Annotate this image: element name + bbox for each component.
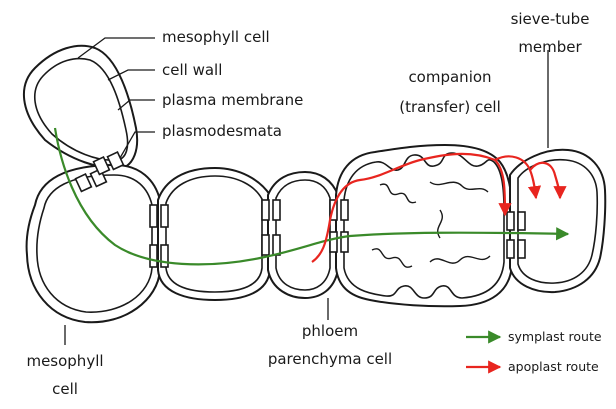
label-phloem-line2: parenchyma cell	[255, 350, 405, 369]
legend-symplast: symplast route	[508, 329, 602, 344]
label-mesophyll-cell-top: mesophyll cell	[162, 28, 270, 47]
legend-symplast-label: symplast route	[508, 329, 602, 344]
label-phloem-line1: phloem	[270, 322, 390, 341]
mesophyll-cell-bottom-wall	[27, 165, 160, 322]
label-plasma-membrane: plasma membrane	[162, 91, 303, 110]
label-mesophyll-bottom-line1: mesophyll	[15, 352, 115, 371]
label-cell-wall: cell wall	[162, 61, 222, 80]
label-mesophyll-bottom-line2: cell	[15, 380, 115, 399]
legend-apoplast: apoplast route	[508, 359, 599, 374]
label-companion-line1: companion	[390, 68, 510, 87]
label-plasmodesmata: plasmodesmata	[162, 122, 282, 141]
legend-apoplast-label: apoplast route	[508, 359, 599, 374]
companion-cell-wall	[336, 145, 512, 306]
label-companion-line2: (transfer) cell	[385, 98, 515, 117]
label-sieve-line1: sieve-tube	[500, 10, 600, 29]
label-sieve-line2: member	[500, 38, 600, 57]
